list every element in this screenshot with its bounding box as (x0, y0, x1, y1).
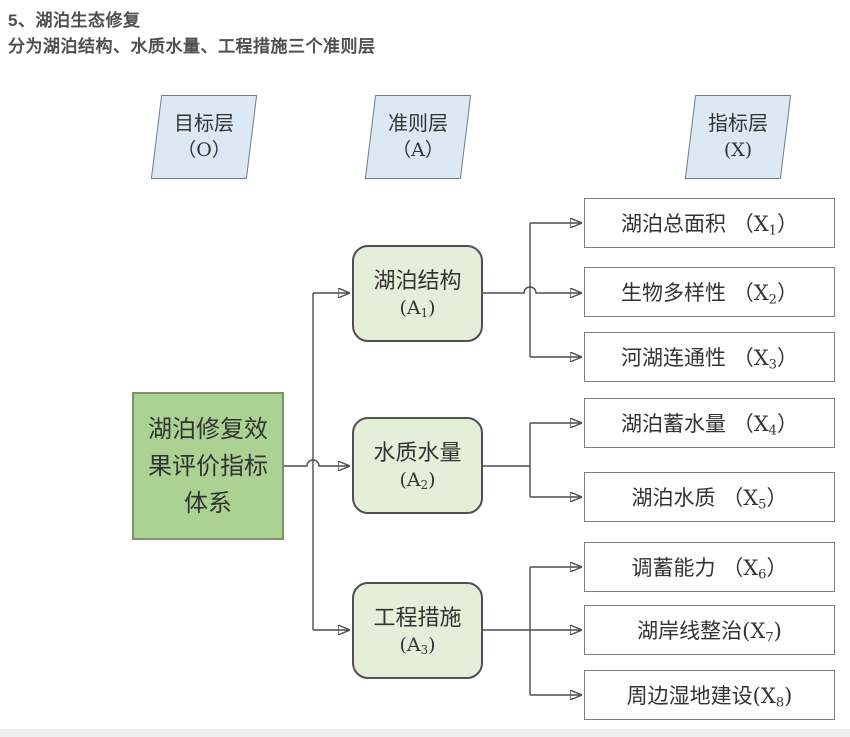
layer-header-goal: 目标层 （O） (150, 95, 258, 179)
criteria-node-a1: 湖泊结构 (A1) (352, 245, 483, 342)
criteria-node-a3-code: (A3) (399, 633, 436, 657)
criteria-node-a1-code: (A1) (399, 296, 436, 320)
indicator-node-x2: 生物多样性 （X2） (584, 267, 835, 317)
page-bottom-edge (0, 729, 850, 737)
page-title: 5、湖泊生态修复 (8, 11, 141, 30)
layer-header-criteria-code: （A） (392, 139, 444, 161)
page-subtitle: 分为湖泊结构、水质水量、工程措施三个准则层 (8, 37, 376, 56)
criteria-node-a2: 水质水量 (A2) (352, 417, 483, 514)
layer-header-criteria-title: 准则层 (388, 111, 448, 135)
layer-header-goal-code: （O） (177, 139, 231, 161)
layer-header-indicator: 指标层 (X) (684, 95, 792, 179)
connector-a1-to-x2-with-hop (483, 286, 582, 293)
criteria-node-a2-code: (A2) (399, 468, 436, 492)
indicator-node-x6: 调蓄能力 （X6） (584, 542, 835, 592)
indicator-node-x4: 湖泊蓄水量 （X4） (584, 398, 835, 448)
criteria-node-a1-label: 湖泊结构 (373, 268, 462, 294)
indicator-node-x8: 周边湿地建设(X8) (584, 670, 835, 720)
connector-goal-to-a2-with-hop (284, 459, 350, 466)
layer-header-indicator-code: (X) (723, 139, 753, 161)
layer-header-criteria: 准则层 （A） (364, 95, 472, 179)
layer-header-indicator-title: 指标层 (708, 111, 768, 135)
indicator-node-x1: 湖泊总面积 （X1） (584, 198, 835, 248)
goal-node-label: 湖泊修复效果评价指标体系 (148, 414, 268, 517)
layer-header-goal-title: 目标层 (174, 111, 234, 135)
indicator-node-x7: 湖岸线整治(X7) (584, 605, 835, 655)
criteria-node-a2-label: 水质水量 (373, 440, 462, 466)
goal-node: 湖泊修复效果评价指标体系 (132, 392, 284, 540)
indicator-node-x3: 河湖连通性 （X3） (584, 332, 835, 382)
criteria-node-a3: 工程措施 (A3) (352, 582, 483, 679)
criteria-node-a3-label: 工程措施 (373, 605, 462, 631)
indicator-node-x5: 湖泊水质 （X5） (584, 472, 835, 522)
